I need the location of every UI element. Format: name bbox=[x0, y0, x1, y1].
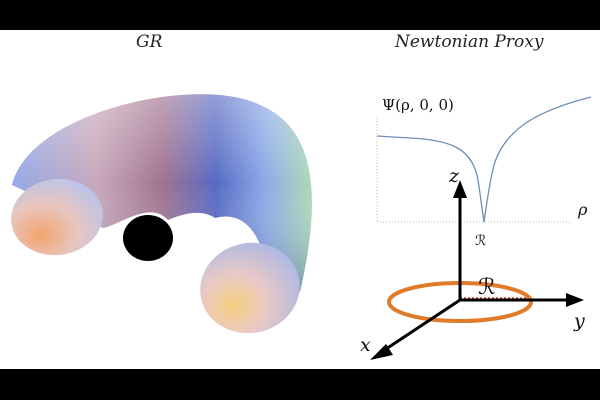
gr-title: GR bbox=[136, 32, 163, 52]
z-axis-arrowhead bbox=[453, 180, 467, 198]
newtonian-proxy-title: Newtonian Proxy bbox=[395, 32, 544, 52]
potential-plot: Ψ(ρ, 0, 0) ρ ℛ bbox=[376, 96, 592, 249]
torus-surface bbox=[11, 94, 312, 334]
torus-right-cross-section bbox=[200, 242, 300, 334]
potential-curve bbox=[376, 96, 592, 223]
torus-left-cross-section bbox=[11, 178, 103, 256]
potential-x-label: ρ bbox=[577, 200, 588, 219]
x-axis bbox=[379, 298, 461, 355]
y-axis-label: y bbox=[573, 310, 585, 332]
y-axis-arrowhead bbox=[566, 293, 584, 307]
x-axis-arrowhead bbox=[370, 344, 393, 360]
black-hole bbox=[123, 215, 173, 261]
z-axis-label: z bbox=[448, 165, 460, 187]
figure-panel: GR Newtonian Proxy bbox=[0, 30, 600, 369]
ring-label: ℛ bbox=[478, 275, 496, 300]
potential-y-label: Ψ(ρ, 0, 0) bbox=[382, 96, 454, 114]
coordinate-axes: z y x ℛ bbox=[360, 165, 585, 360]
x-axis-label: x bbox=[360, 334, 371, 356]
figure-svg: Ψ(ρ, 0, 0) ρ ℛ z y x ℛ bbox=[11, 94, 592, 360]
potential-tick-label: ℛ bbox=[475, 233, 486, 249]
